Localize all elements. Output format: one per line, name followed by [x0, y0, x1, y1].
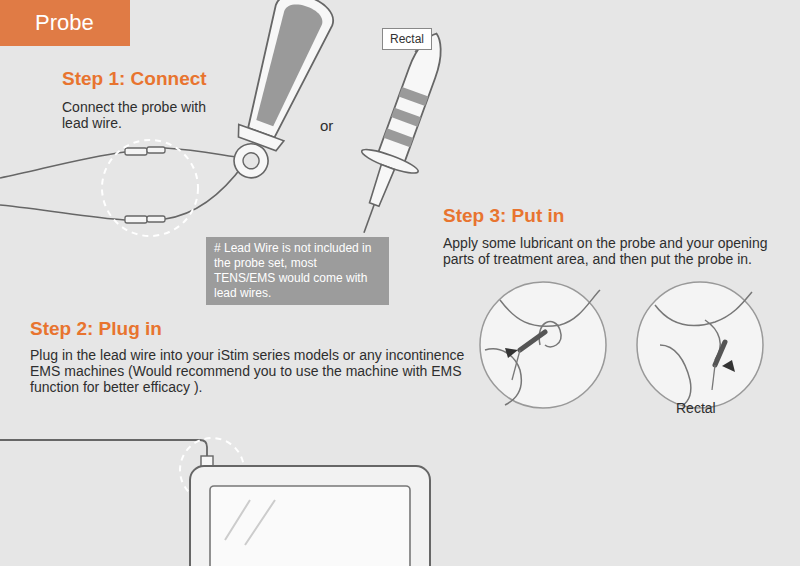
- step-heading: Step 3: Put in: [443, 205, 564, 227]
- title-tab: [0, 0, 130, 46]
- or-text: or: [320, 118, 350, 134]
- view-label: Rectal: [676, 400, 736, 416]
- insertion-vaginal: [480, 282, 606, 408]
- step-text: Connect the probe with lead wire.: [62, 99, 232, 131]
- wire-pins: [125, 147, 165, 223]
- note-box: # Lead Wire is not included in the probe…: [206, 237, 389, 305]
- vaginal-probe: [217, 0, 339, 187]
- step-text: Apply some lubricant on the probe and yo…: [443, 235, 793, 267]
- step-text: Plug in the lead wire into your iStim se…: [30, 347, 465, 395]
- screen-glare: [225, 500, 275, 545]
- machine-screen: [210, 486, 410, 566]
- step-heading: Step 1: Connect: [62, 68, 207, 90]
- insertion-rectal: [637, 282, 763, 408]
- stimulator-machine: [190, 466, 430, 566]
- lead-wires: [0, 148, 244, 220]
- title-text: Probe: [35, 10, 94, 36]
- node-text: # Lead Wire is not included in the probe…: [214, 241, 381, 301]
- tag-box: Rectal: [382, 28, 432, 50]
- machine-cable: [0, 440, 207, 458]
- node-text: Rectal: [390, 32, 424, 46]
- detail-circle: [102, 140, 198, 236]
- step-heading: Step 2: Plug in: [30, 318, 162, 340]
